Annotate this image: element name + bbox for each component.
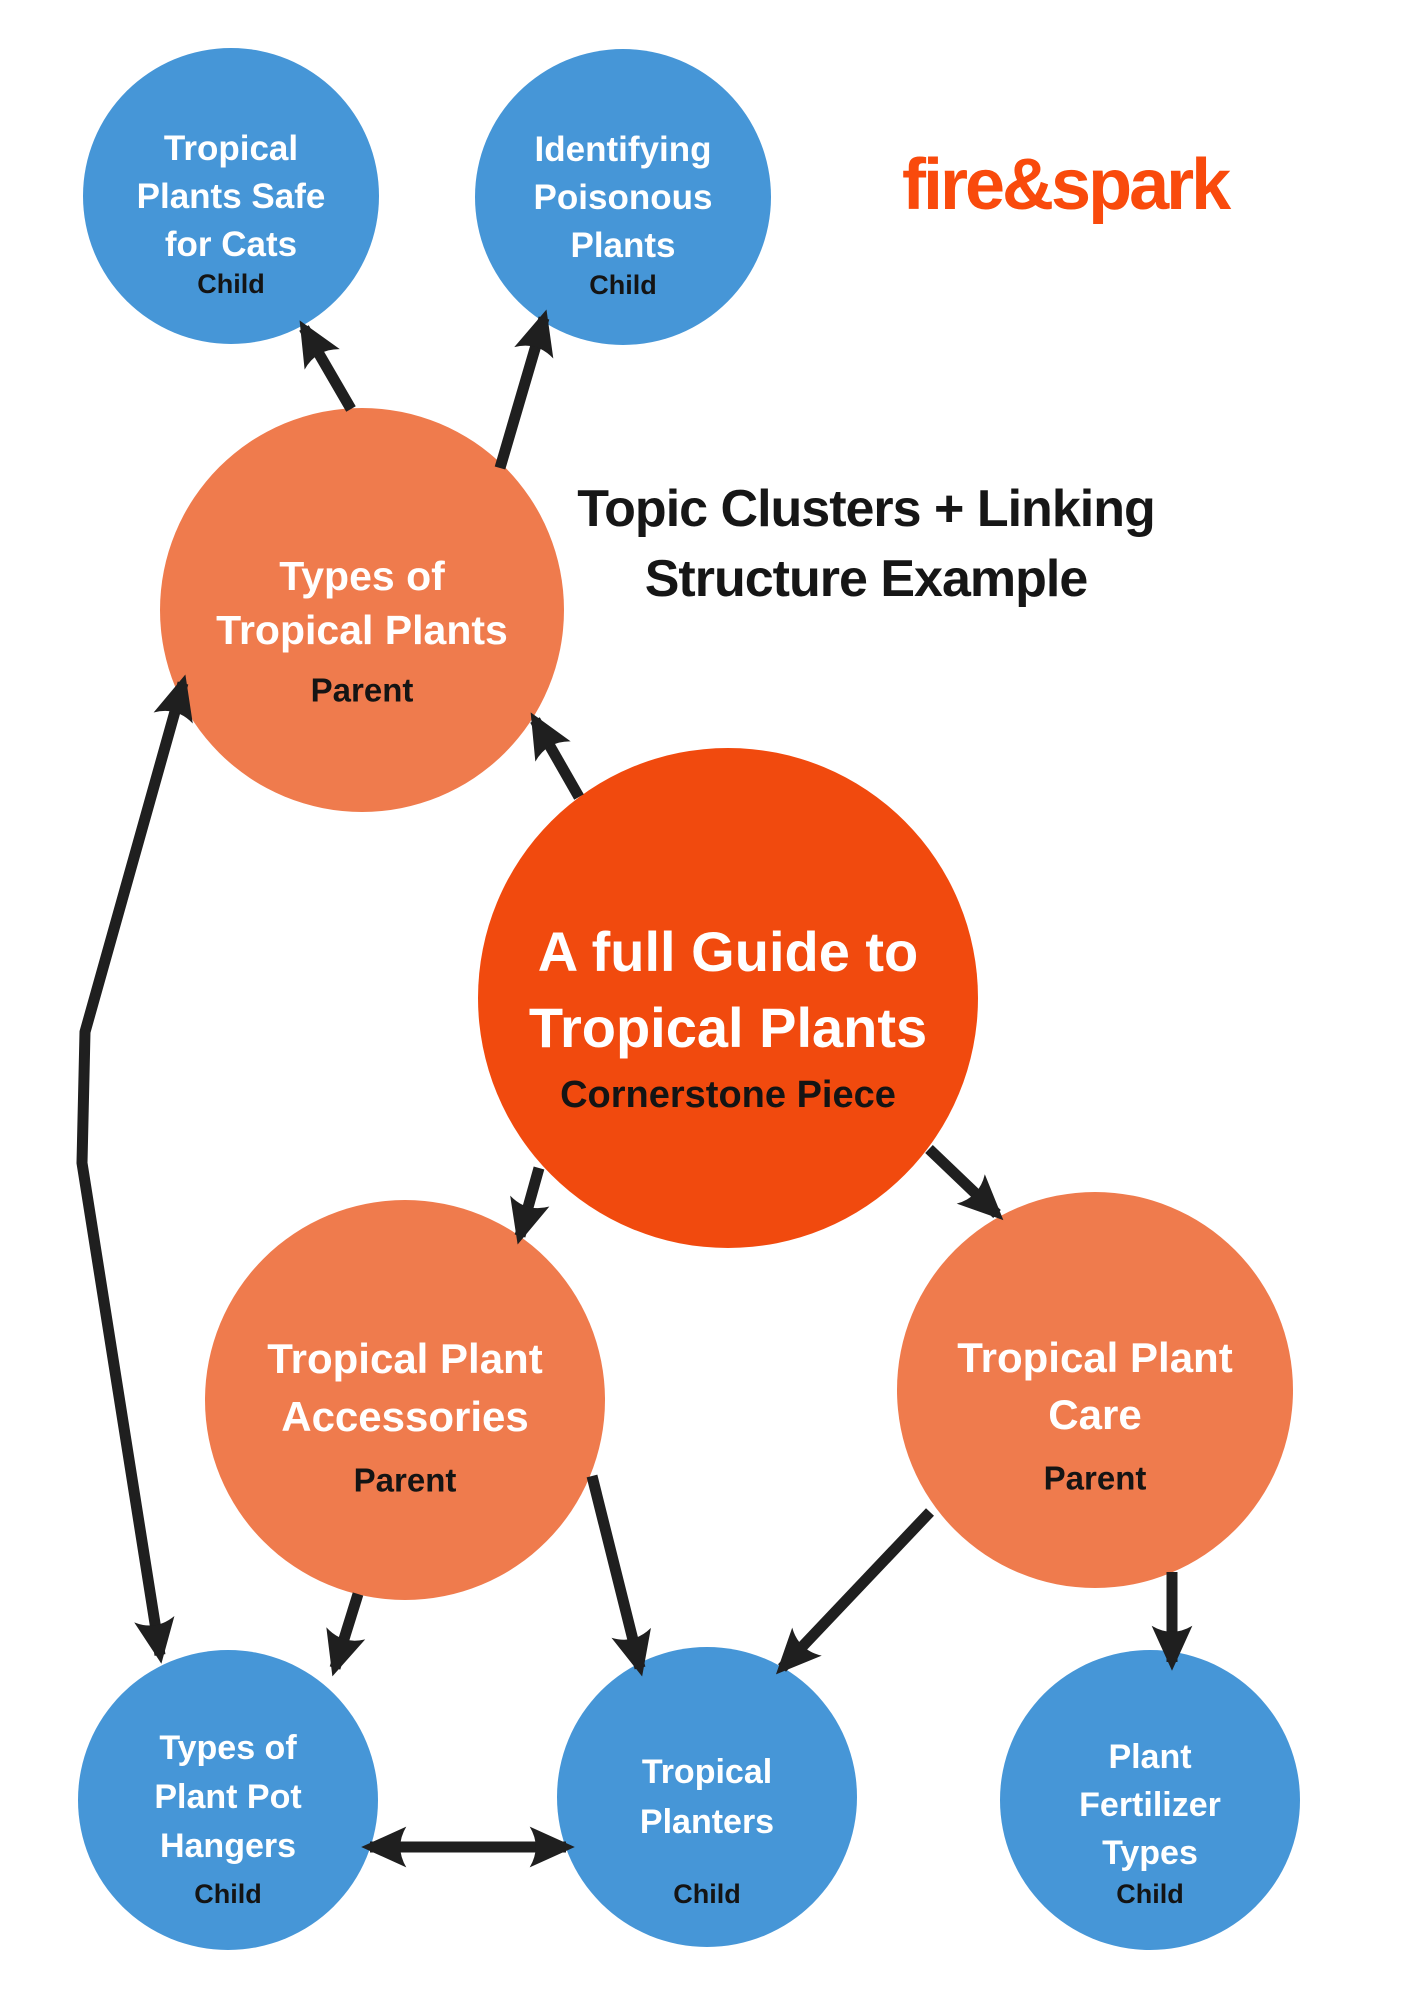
node-pot-hangers-role-badge: Child [194, 1879, 262, 1909]
page-title: Topic Clusters + Linking Structure Examp… [516, 474, 1216, 614]
node-full-guide-role-badge: Cornerstone Piece [560, 1074, 896, 1116]
node-safe-for-cats-role-badge: Child [197, 269, 265, 299]
node-pot-hangers-circle [78, 1650, 378, 1950]
node-tropical-planters-circle [557, 1647, 857, 1947]
node-plant-care-role-badge: Parent [1044, 1460, 1147, 1497]
node-plant-care-circle [897, 1192, 1293, 1588]
arrow-types-to-safe-for-cats [299, 320, 356, 412]
arrow-accessories-to-planters [586, 1474, 651, 1677]
arrow-accessories-to-pot-hangers [326, 1592, 366, 1677]
arrow-cornerstone-to-care [925, 1145, 1004, 1221]
arrow-types-pot-hangers-both [76, 674, 193, 1664]
page-title-line1: Topic Clusters + Linking [577, 480, 1155, 538]
node-types-of-tropical-plants-role-badge: Parent [311, 672, 414, 709]
fire-and-spark-logo: fire&spark [902, 145, 1231, 225]
node-fertilizer-types-circle [1000, 1650, 1300, 1950]
arrow-cornerstone-to-accessories [510, 1166, 550, 1245]
node-tropical-planters-role-badge: Child [673, 1879, 741, 1909]
page-title-line2: Structure Example [644, 550, 1089, 608]
arrow-cornerstone-to-types [530, 712, 584, 800]
node-full-guide-circle [478, 748, 978, 1248]
node-poisonous-plants-circle [475, 49, 771, 345]
node-safe-for-cats-circle [83, 48, 379, 344]
arrow-care-to-planters [775, 1508, 934, 1675]
node-types-of-tropical-plants-circle [160, 408, 564, 812]
node-poisonous-plants-role-badge: Child [589, 270, 657, 300]
node-accessories-role-badge: Parent [354, 1462, 457, 1499]
node-accessories-circle [205, 1200, 605, 1600]
arrow-types-to-poisonous [494, 309, 554, 470]
node-fertilizer-types-role-badge: Child [1116, 1879, 1184, 1909]
